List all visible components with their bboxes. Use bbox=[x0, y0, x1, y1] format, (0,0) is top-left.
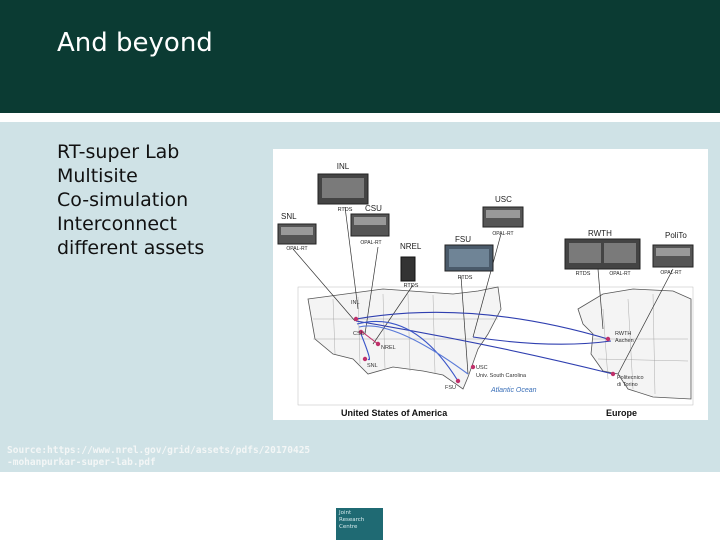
bullet-item: different assets bbox=[57, 237, 205, 259]
usa-label: United States of America bbox=[341, 408, 448, 418]
rtds-label: RTDS bbox=[404, 283, 419, 289]
usc-label: USC bbox=[495, 195, 512, 204]
fsu-unit: FSU RTDS bbox=[444, 235, 494, 281]
rwth-unit: RWTH RTDS OPAL-RT bbox=[564, 229, 641, 277]
snl-label: SNL bbox=[281, 212, 297, 221]
map-fsu-label: FSU bbox=[445, 385, 456, 391]
rwth-map-label: RWTH bbox=[615, 331, 631, 337]
slide-title: And beyond bbox=[57, 28, 213, 58]
map-snl-label: SNL bbox=[367, 363, 378, 369]
title-bar: And beyond bbox=[0, 0, 720, 113]
source-line: Source:https://www.nrel.gov/grid/assets/… bbox=[7, 445, 311, 456]
atlantic-label: Atlantic Ocean bbox=[490, 387, 537, 394]
opal-label: OPAL-RT bbox=[492, 231, 513, 237]
politecnico-label: Politecnico bbox=[617, 375, 644, 381]
snl-unit: SNL OPAL-RT bbox=[277, 212, 317, 252]
rwth-label: RWTH bbox=[588, 229, 612, 238]
bullet-item: RT-super Lab bbox=[57, 141, 180, 163]
logo-text: Joint bbox=[339, 510, 352, 516]
interconnect-links bbox=[355, 311, 614, 382]
map-inl-label: INL bbox=[351, 300, 360, 306]
bullet-list: RT-super Lab Multisite Co-simulation Int… bbox=[57, 140, 204, 260]
inl-label: INL bbox=[337, 162, 350, 171]
rtds-label: RTDS bbox=[458, 275, 473, 281]
torino-label: di Torino bbox=[617, 382, 638, 388]
europe-borders bbox=[593, 293, 689, 395]
opal-label: OPAL-RT bbox=[286, 246, 307, 252]
csu-label: CSU bbox=[365, 204, 382, 213]
opal-label: OPAL-RT bbox=[360, 240, 381, 246]
bullet-item: Multisite bbox=[57, 165, 138, 187]
fsu-label: FSU bbox=[455, 235, 471, 244]
opal-label: OPAL-RT bbox=[660, 270, 681, 276]
inl-unit: INL RTDS bbox=[317, 162, 369, 213]
logo-text: Centre bbox=[339, 524, 358, 530]
source-citation: Source:https://www.nrel.gov/grid/assets/… bbox=[7, 445, 310, 469]
site-markers bbox=[353, 316, 616, 384]
bullet-item: Co-simulation bbox=[57, 189, 189, 211]
rtds-label: RTDS bbox=[338, 207, 353, 213]
usc-region-label: Univ. South Carolina bbox=[476, 373, 527, 379]
rtds-label: RTDS bbox=[576, 271, 591, 277]
nrel-unit: NREL RTDS bbox=[400, 242, 422, 289]
map-usc-label: USC bbox=[476, 365, 488, 371]
label-connectors bbox=[292, 206, 674, 375]
opal-label: OPAL-RT bbox=[609, 271, 630, 277]
super-lab-map-figure: INL RTDS SNL OPAL-RT CSU OPAL-RT NREL RT… bbox=[273, 149, 708, 420]
polito-unit: PoliTo OPAL-RT bbox=[652, 231, 694, 276]
logo-text: Research bbox=[339, 517, 365, 523]
map-csu-label: CSU bbox=[353, 331, 365, 337]
csu-unit: CSU OPAL-RT bbox=[350, 204, 390, 246]
divider bbox=[0, 113, 720, 122]
source-line: -mohanpurkar-super-lab.pdf bbox=[7, 457, 156, 468]
aachen-label: Aachen bbox=[615, 338, 634, 344]
jrc-logo: Joint Research Centre bbox=[336, 508, 383, 540]
polito-label: PoliTo bbox=[665, 231, 687, 240]
bullet-item: Interconnect bbox=[57, 213, 177, 235]
state-lines bbox=[313, 293, 498, 374]
europe-outline bbox=[577, 288, 692, 400]
map-nrel-label: NREL bbox=[381, 345, 396, 351]
nrel-label: NREL bbox=[400, 242, 422, 251]
usc-unit: USC OPAL-RT bbox=[482, 195, 524, 237]
europe-label: Europe bbox=[606, 408, 637, 418]
